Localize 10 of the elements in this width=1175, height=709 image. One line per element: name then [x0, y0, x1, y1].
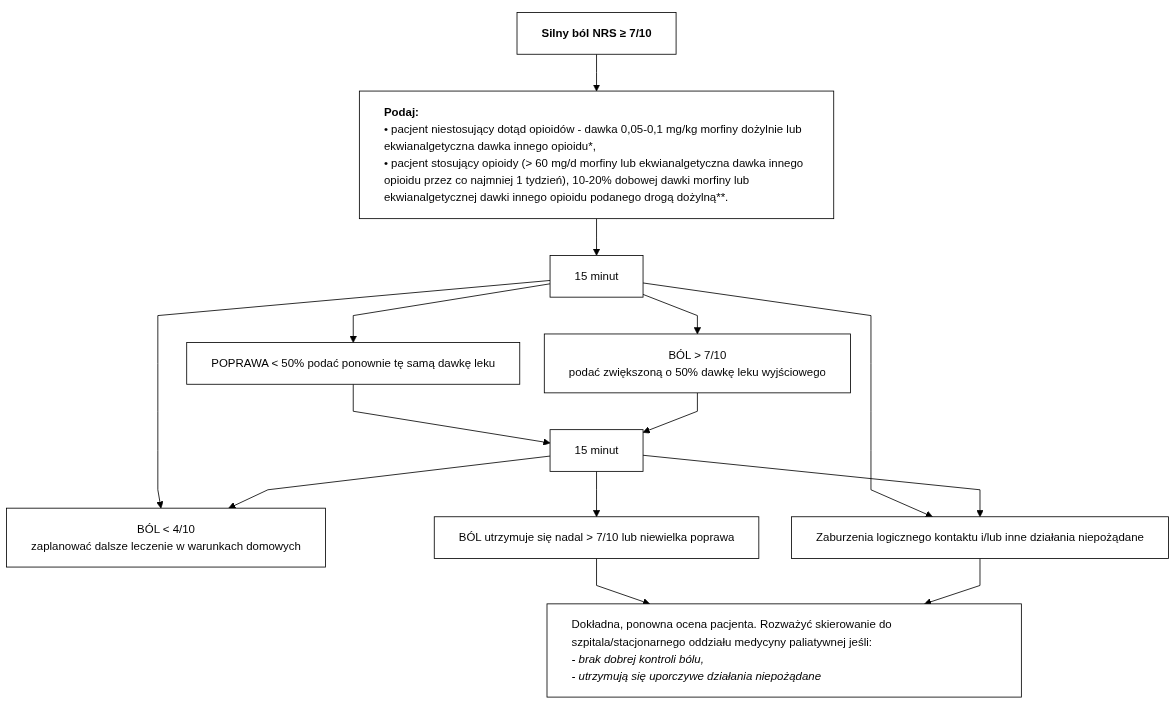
- node-box: Silny ból NRS ≥ 7/10: [516, 11, 677, 55]
- node-box: 15 minut: [549, 428, 644, 472]
- node-box: Dokładna, ponowna ocena pacjenta. Rozważyć skierowanie do szpitala/stacjonarnego oddziału medycyny paliatywnej jeśli: - brak dobrej kontroli bólu, - utrzymują się uporczywe działania niepożądane: [546, 603, 1022, 698]
- node-box: BÓL < 4/10 zaplanować dalsze leczenie w warunkach domowych: [6, 507, 326, 568]
- node-box: BÓL utrzymuje się nadal > 7/10 lub niewielka poprawa: [433, 516, 760, 559]
- node-box: Zaburzenia logicznego kontaktu i/lub inne działania niepożądane: [791, 516, 1169, 559]
- node-box: Podaj: • pacjent niestosujący dotąd opioidów - dawka 0,05-0,1 mg/kg morfiny dożylnie lub ekwianalgetyczna dawka innego opioidu*, • pacjent stosujący opioidy (> 60 mg/d morfiny lub ekwianalgetyczna dawka innego opioidu przez co najmniej 1 tydzień), 10-20% dobowej dawki morfiny lub ekwianalgetycznej dawki innego opioidu podanego drogą dożylną**.: [358, 90, 835, 219]
- node-box: BÓL > 7/10 podać zwiększoną o 50% dawkę leku wyjściowego: [543, 333, 851, 393]
- node-box: 15 minut: [549, 254, 644, 298]
- node-box: POPRAWA < 50% podać ponownie tę samą dawkę leku: [186, 341, 521, 385]
